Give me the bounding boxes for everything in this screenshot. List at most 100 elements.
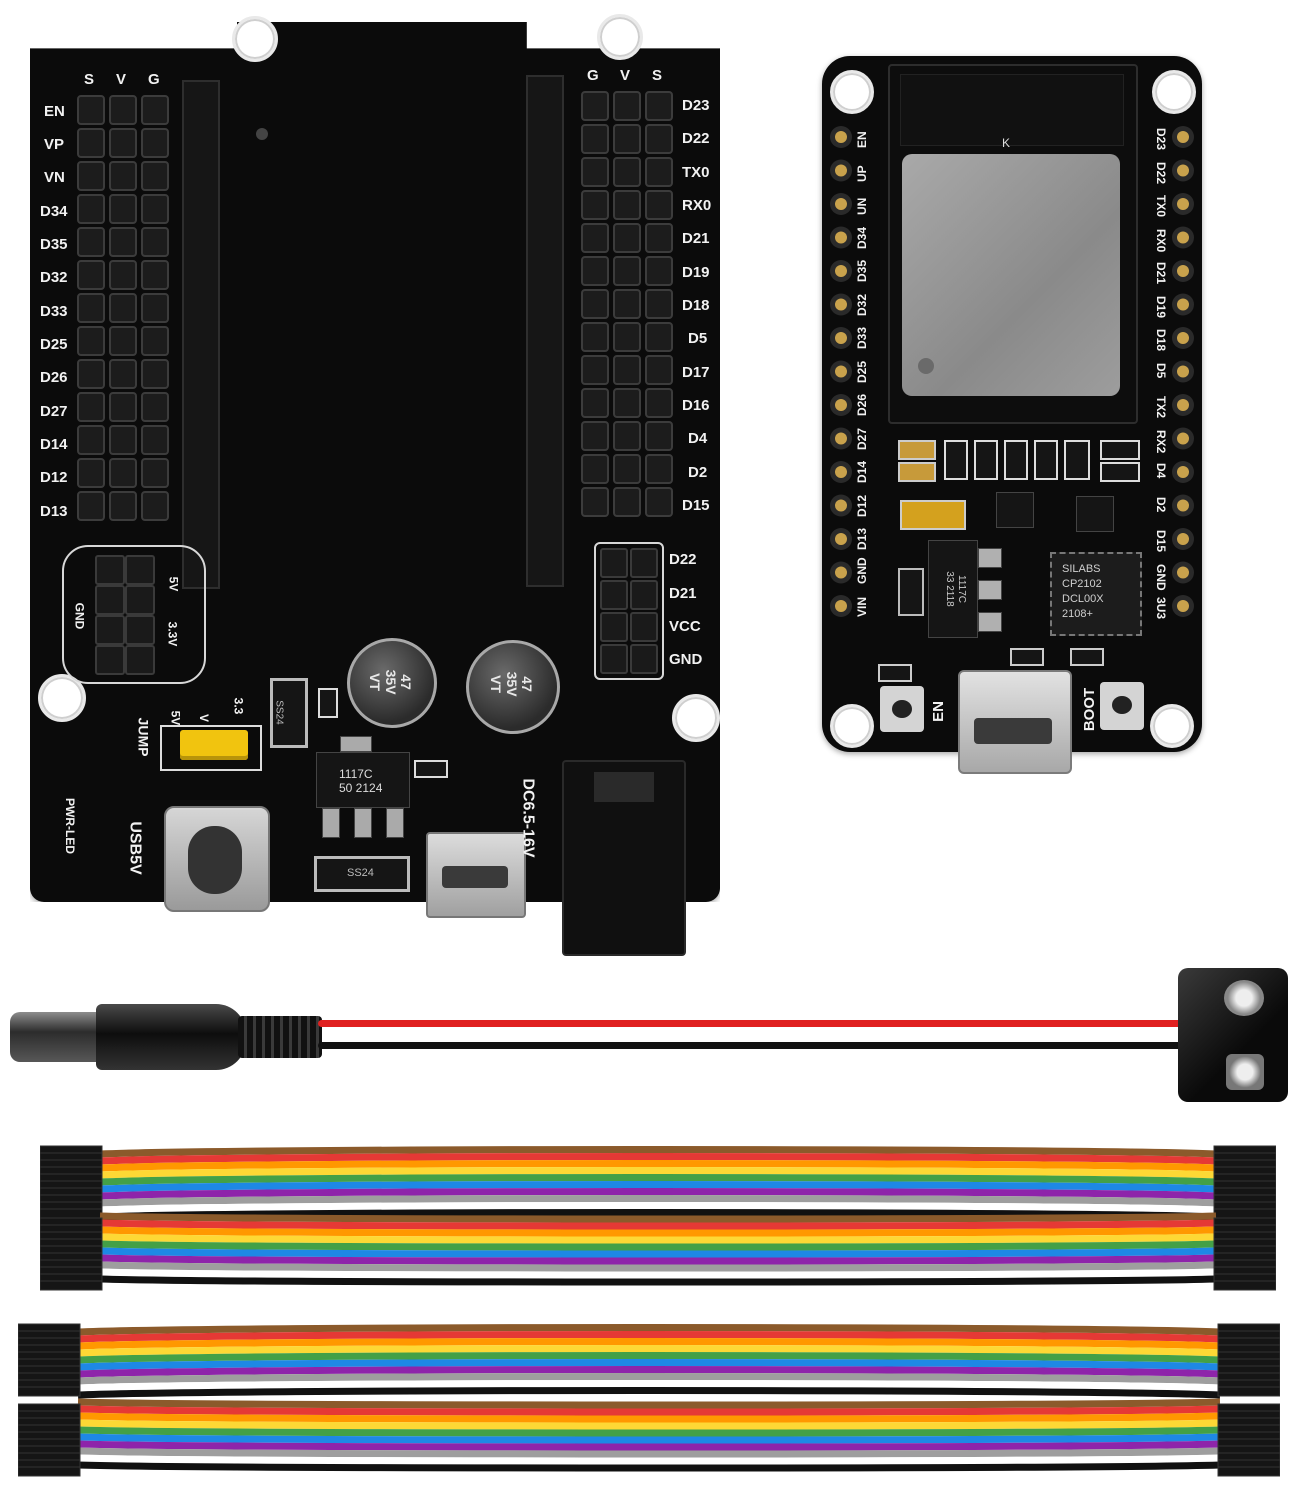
pin-gold (1177, 566, 1189, 579)
pin-label: D16 (682, 397, 710, 414)
smd-component (1100, 462, 1140, 482)
header-pin (581, 355, 609, 385)
aux-pin-label: D21 (669, 585, 697, 602)
pin-gold (835, 298, 847, 311)
micro-usb-port[interactable] (426, 832, 526, 918)
header-pin (109, 293, 137, 323)
ribbon-svg (17, 1323, 1281, 1399)
strain-relief (238, 1016, 322, 1058)
header-pin (141, 194, 169, 224)
esp32-pin-label: D2 (1154, 496, 1168, 512)
regulator-text: 1117C 50 2124 (339, 767, 382, 796)
header-pin (613, 91, 641, 121)
wifi-module: K (888, 64, 1138, 424)
wire-strand (77, 1359, 1221, 1371)
pin-gold (835, 365, 847, 378)
boot-button[interactable] (1100, 682, 1144, 730)
esp32-pin-label: TX2 (1154, 396, 1168, 419)
power-header-outline (62, 545, 206, 684)
header-pin (581, 454, 609, 484)
regulator-pin (322, 808, 340, 838)
micro-usb-opening (974, 718, 1052, 744)
esp32-pin-label: D25 (855, 360, 869, 383)
usb-c-port[interactable] (164, 806, 270, 912)
jumper-cap[interactable] (180, 730, 248, 760)
esp32-pin-label: D19 (1154, 295, 1168, 318)
transistor (996, 492, 1034, 528)
smd-component (1070, 648, 1104, 666)
header-pin (109, 128, 137, 158)
col-label-g: G (587, 67, 599, 84)
esp32-pin-label: D15 (1154, 530, 1168, 553)
en-button[interactable] (880, 686, 924, 732)
pin (125, 585, 155, 615)
smd-component (1100, 440, 1140, 460)
chip-line: 2108+ (1062, 607, 1093, 620)
wire-strand (77, 1419, 1221, 1430)
header-pin (141, 293, 169, 323)
wire-strand (77, 1454, 1221, 1465)
wire-strand (99, 1146, 1217, 1158)
transistor (1076, 496, 1114, 532)
wire-strand (77, 1380, 1221, 1392)
dc-jack-ring (594, 772, 654, 802)
header-pin (77, 194, 105, 224)
esp32-pin-label: UP (855, 164, 869, 182)
header-pin (77, 359, 105, 389)
dc-jack[interactable] (562, 760, 686, 956)
ribbon-svg (39, 1212, 1277, 1291)
header-pin (645, 388, 673, 418)
red-wire (318, 1020, 1188, 1027)
header-pin (141, 260, 169, 290)
wire-strand (99, 1247, 1217, 1258)
ribbon-svg (39, 1145, 1277, 1221)
pin (95, 645, 125, 675)
wire-strand (77, 1426, 1221, 1437)
header-pin (645, 124, 673, 154)
col-label-v: V (620, 67, 631, 84)
header-pin (109, 161, 137, 191)
dupont-connector (1217, 1386, 1281, 1397)
via-dot (256, 128, 268, 140)
wire-strand (99, 1188, 1217, 1200)
esp32-left-pins (826, 125, 856, 645)
diode-label: SS24 (347, 867, 374, 879)
wire-strand (77, 1461, 1221, 1472)
esp32-pin-label: D22 (1154, 161, 1168, 184)
header-pin (109, 425, 137, 455)
ribbon-svg (17, 1398, 1281, 1477)
header-pin (613, 421, 641, 451)
wire-strand (99, 1254, 1217, 1265)
pin-label: D14 (40, 436, 68, 453)
col-label-g: G (148, 71, 160, 88)
pin-gold (835, 198, 847, 210)
pin-gold (1177, 231, 1189, 244)
header-pin (581, 190, 609, 220)
regulator-pin (978, 548, 1002, 568)
pin (125, 645, 155, 675)
esp32-micro-usb[interactable] (958, 670, 1072, 774)
pin-gold (1177, 533, 1189, 545)
right-pin-grid (578, 88, 678, 518)
pin-gold (1177, 432, 1189, 445)
esp32-pin-label: D18 (1154, 329, 1168, 352)
header-pin (141, 161, 169, 191)
wire-strand (77, 1324, 1221, 1336)
pin-label: D35 (40, 236, 68, 253)
aux-pin-label: VCC (669, 618, 701, 635)
smd-component (898, 462, 936, 482)
dc-label: DC6.5-16V (519, 778, 537, 858)
gold-pins-svg (830, 126, 852, 617)
wire-strand (99, 1233, 1217, 1244)
header-pin (581, 322, 609, 352)
esp32-pin-label: GND (855, 556, 869, 584)
header-pin (613, 124, 641, 154)
boot-label: BOOT (1081, 687, 1099, 732)
diode: SS24 (314, 856, 410, 892)
wire-strand (99, 1275, 1217, 1286)
pin-label: D13 (40, 503, 68, 520)
header-pin (77, 392, 105, 422)
wire-strand (77, 1338, 1221, 1350)
jump-label: JUMP (135, 717, 152, 757)
